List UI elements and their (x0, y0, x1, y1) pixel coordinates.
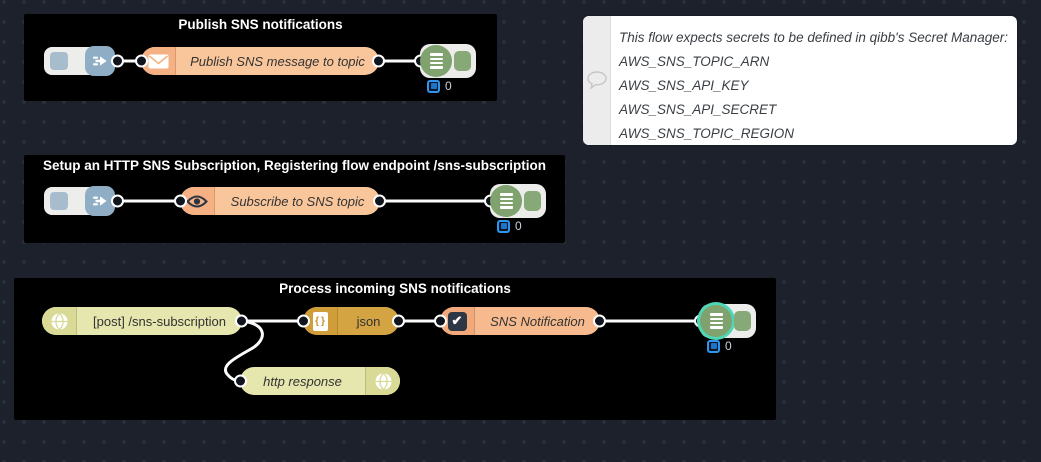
output-port[interactable] (392, 314, 405, 328)
comment-line: AWS_SNS_TOPIC_REGION (619, 126, 795, 141)
output-port[interactable] (235, 314, 248, 328)
envelope-icon (141, 47, 176, 75)
comment-line: AWS_SNS_TOPIC_ARN (619, 54, 770, 69)
debug-node[interactable] (414, 44, 476, 78)
debug-node-selected[interactable] (694, 304, 756, 338)
group-process-notifications[interactable]: Process incoming SNS notifications (14, 278, 776, 420)
output-port[interactable] (111, 194, 124, 208)
debug-list-icon (700, 305, 732, 337)
debug-toggle-button[interactable] (524, 191, 541, 211)
comment-line: This flow expects secrets to be defined … (619, 30, 1009, 45)
http-in-node[interactable]: [post] /sns-subscription (42, 307, 248, 335)
http-response-node[interactable]: http response (234, 367, 400, 395)
json-node[interactable]: { } json (297, 307, 405, 335)
debug-list-icon (490, 185, 522, 217)
debug-list-icon (420, 45, 452, 77)
group-title: Setup an HTTP SNS Subscription, Register… (42, 158, 547, 173)
input-port[interactable] (234, 374, 247, 388)
debug-count-badge[interactable]: 0 (497, 219, 522, 233)
comment-line: AWS_SNS_API_SECRET (619, 102, 777, 117)
comment-line: AWS_SNS_API_KEY (619, 78, 749, 93)
sns-subscribe-node[interactable]: Subscribe to SNS topic (174, 187, 386, 215)
input-port[interactable] (135, 54, 148, 68)
input-port[interactable] (434, 314, 447, 328)
node-label: Subscribe to SNS topic (230, 193, 365, 209)
comment-node[interactable]: This flow expects secrets to be defined … (583, 16, 1017, 145)
debug-count-badge[interactable]: 0 (707, 339, 732, 353)
inject-button[interactable] (50, 192, 68, 210)
comment-body: This flow expects secrets to be defined … (611, 16, 1017, 145)
globe-icon (42, 307, 77, 335)
node-label: json (356, 313, 381, 329)
debug-badge-icon (497, 219, 510, 233)
output-port[interactable] (372, 54, 385, 68)
json-file-icon: { } (303, 307, 338, 335)
debug-count: 0 (445, 79, 452, 93)
input-port[interactable] (174, 194, 187, 208)
inject-button[interactable] (50, 52, 68, 70)
group-title: Process incoming SNS notifications (279, 281, 511, 296)
output-port[interactable] (111, 54, 124, 68)
debug-count-badge[interactable]: 0 (427, 79, 452, 93)
sns-publish-node[interactable]: Publish SNS message to topic (135, 47, 385, 75)
speech-bubble-icon (586, 71, 607, 90)
node-label: SNS Notification (490, 313, 585, 329)
inject-node[interactable] (44, 186, 124, 216)
debug-count: 0 (725, 339, 732, 353)
globe-icon (365, 367, 400, 395)
debug-toggle-button[interactable] (454, 51, 471, 71)
node-label: [post] /sns-subscription (93, 313, 226, 329)
output-port[interactable] (373, 194, 386, 208)
node-label: Publish SNS message to topic (190, 53, 365, 69)
debug-toggle-button[interactable] (734, 311, 751, 331)
switch-node[interactable]: ✔ SNS Notification (434, 307, 606, 335)
debug-node[interactable] (484, 184, 546, 218)
group-title: Publish SNS notifications (178, 17, 343, 32)
input-port[interactable] (297, 314, 310, 328)
debug-count: 0 (515, 219, 522, 233)
node-label: http response (263, 373, 342, 389)
debug-badge-icon (707, 339, 720, 353)
inject-node[interactable] (44, 46, 124, 76)
output-port[interactable] (593, 314, 606, 328)
inject-arrow-icon (85, 186, 115, 216)
inject-arrow-icon (85, 46, 115, 76)
comment-icon-strip (583, 16, 611, 145)
debug-badge-icon (427, 79, 440, 93)
